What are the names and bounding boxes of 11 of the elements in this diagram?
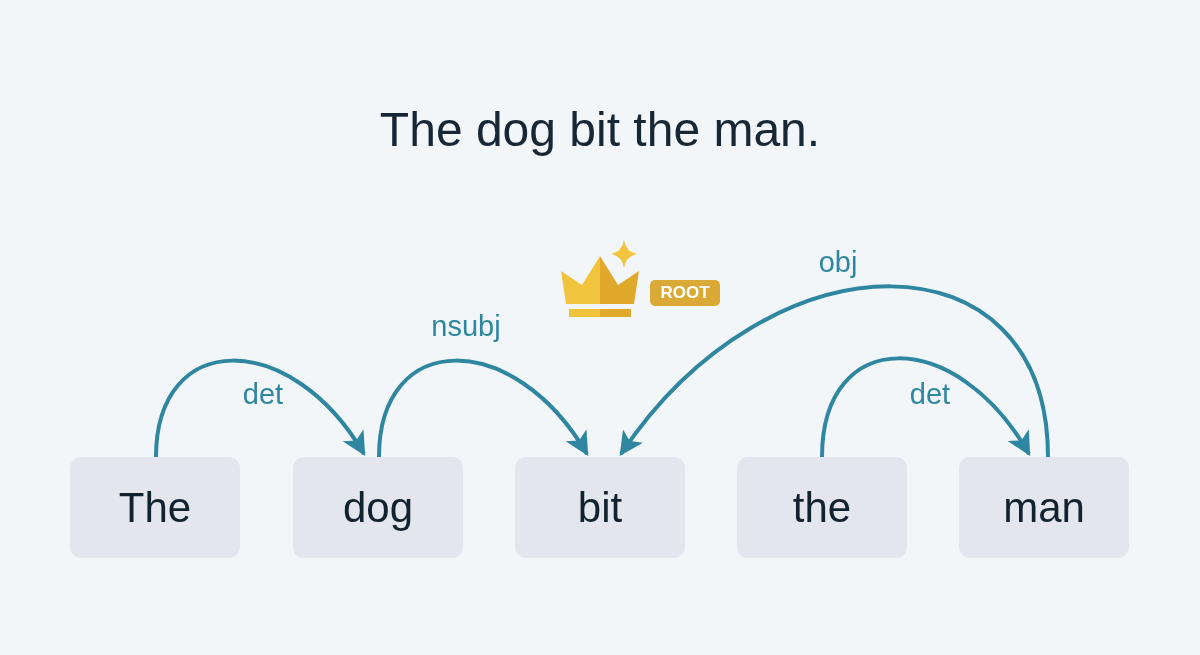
word-token: bit — [515, 457, 685, 558]
sentence-title: The dog bit the man. — [379, 102, 821, 158]
word-token: dog — [293, 457, 463, 558]
dependency-arrow — [820, 356, 1031, 458]
dependency-arrow — [377, 358, 589, 458]
dependency-arrow — [154, 358, 366, 458]
root-tag: ROOT — [650, 280, 720, 306]
dependency-arrow — [619, 284, 1050, 458]
word-token: The — [70, 457, 240, 558]
word-token: man — [959, 457, 1129, 558]
word-token: the — [737, 457, 907, 558]
